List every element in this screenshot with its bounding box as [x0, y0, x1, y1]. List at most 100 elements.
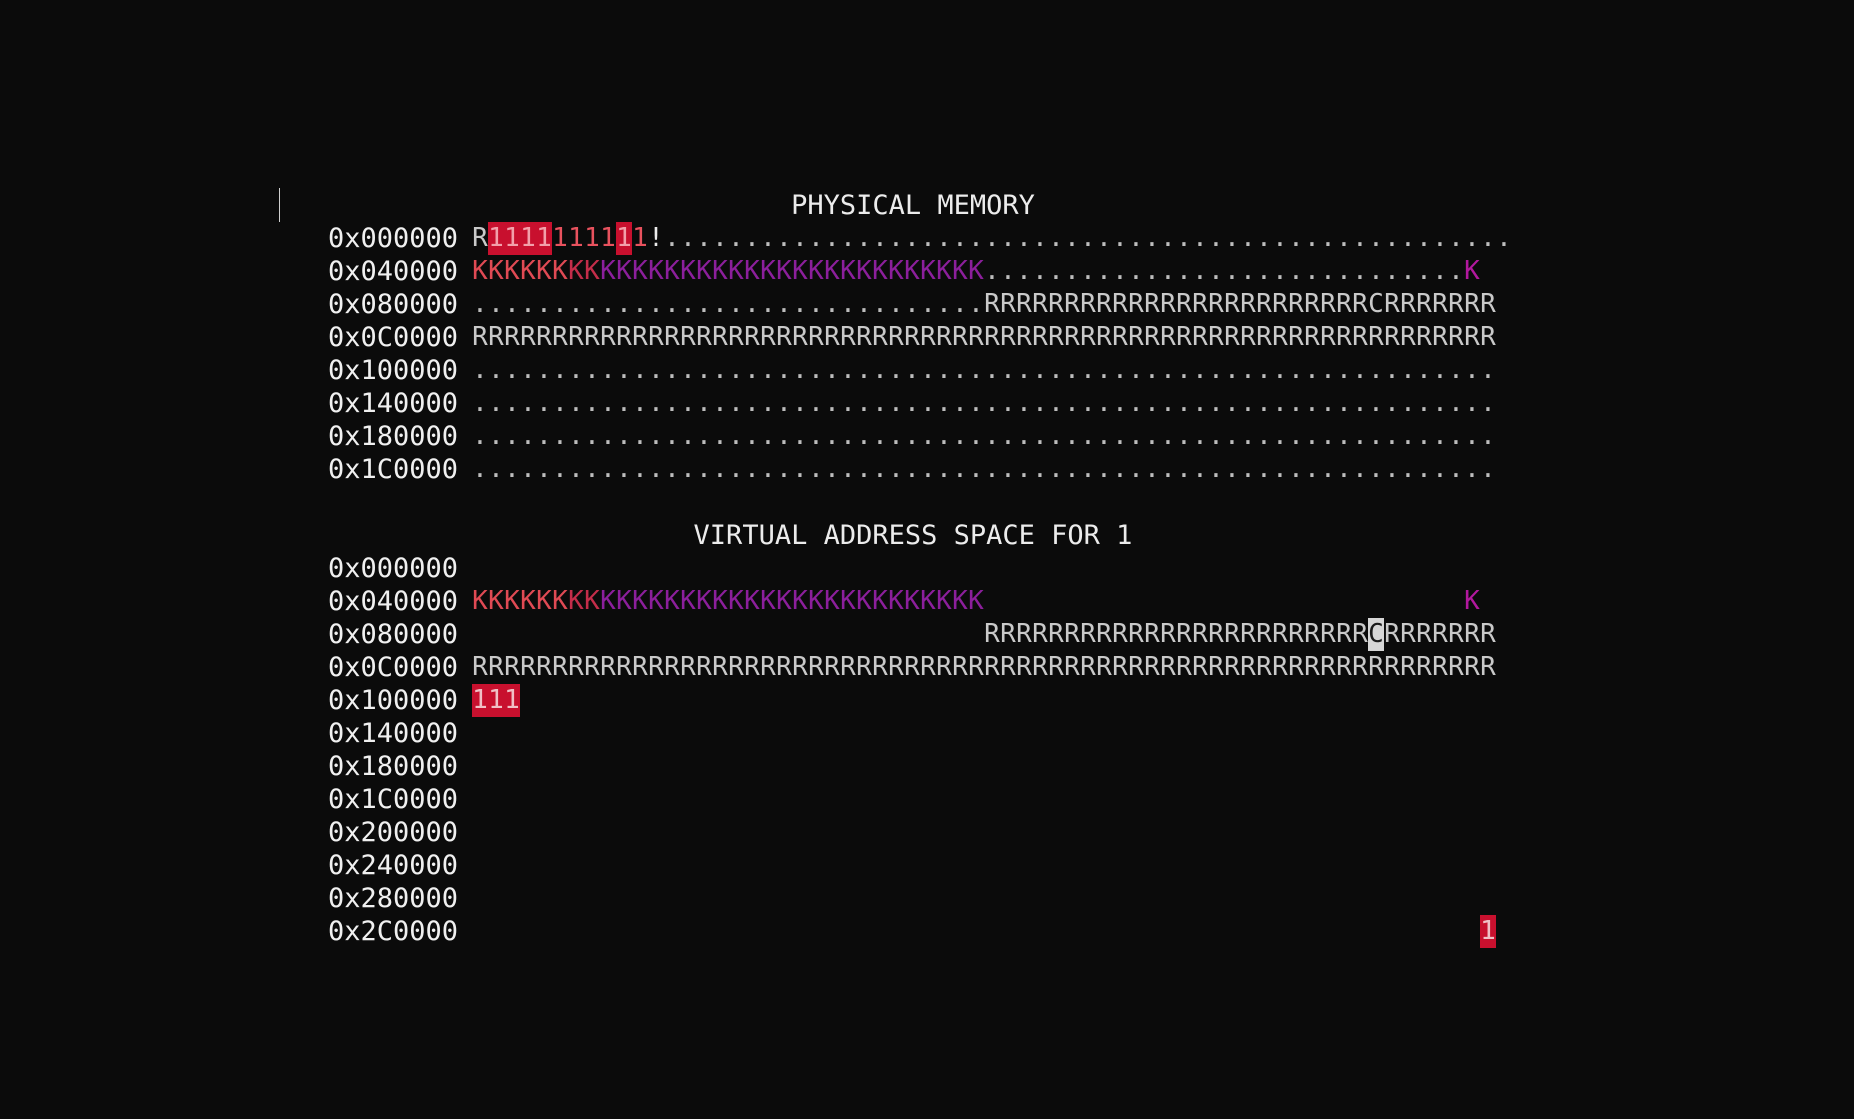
free-cell: . — [696, 223, 712, 253]
free-cell: . — [1080, 223, 1096, 253]
reserved-cell: R — [1368, 322, 1384, 352]
free-cell: . — [1304, 421, 1320, 451]
reserved-cell: R — [1208, 619, 1224, 649]
free-cell: . — [568, 388, 584, 418]
kernel-cell: K — [488, 256, 504, 286]
free-cell: . — [744, 388, 760, 418]
free-cell: . — [1160, 355, 1176, 385]
free-cell: . — [680, 421, 696, 451]
free-cell: . — [520, 454, 536, 484]
reserved-cell: R — [1192, 289, 1208, 319]
reserved-cell: R — [1272, 322, 1288, 352]
process-1-cell: 1 — [504, 684, 520, 717]
free-cell: . — [1192, 256, 1208, 286]
free-cell: . — [1032, 454, 1048, 484]
free-cell: . — [552, 388, 568, 418]
reserved-cell: R — [952, 652, 968, 682]
free-cell: . — [1256, 355, 1272, 385]
free-cell: . — [1288, 256, 1304, 286]
free-cell: . — [1224, 256, 1240, 286]
free-cell: . — [1288, 355, 1304, 385]
free-cell: . — [984, 388, 1000, 418]
free-cell: . — [1496, 223, 1512, 253]
free-cell: . — [1368, 388, 1384, 418]
free-cell: . — [952, 421, 968, 451]
free-cell: . — [520, 388, 536, 418]
reserved-cell: R — [1128, 322, 1144, 352]
free-cell: . — [504, 388, 520, 418]
reserved-cell: R — [1016, 289, 1032, 319]
reserved-cell: R — [1224, 322, 1240, 352]
reserved-cell: R — [472, 322, 488, 352]
kernel-cell: K — [840, 586, 856, 616]
free-cell: . — [712, 388, 728, 418]
free-cell: . — [1272, 223, 1288, 253]
free-cell: . — [984, 256, 1000, 286]
free-cell: . — [584, 355, 600, 385]
kernel-cell: K — [680, 586, 696, 616]
reserved-cell: R — [1144, 619, 1160, 649]
free-cell: . — [1416, 223, 1432, 253]
kernel-cell: K — [872, 586, 888, 616]
kernel-cell: K — [920, 586, 936, 616]
free-cell: . — [632, 421, 648, 451]
free-cell: . — [824, 289, 840, 319]
reserved-cell: R — [1320, 619, 1336, 649]
reserved-cell: R — [1160, 619, 1176, 649]
reserved-cell: R — [1096, 322, 1112, 352]
free-cell: . — [712, 421, 728, 451]
free-cell: . — [488, 454, 504, 484]
row-address: 0x080000 — [328, 289, 459, 320]
free-cell: . — [1112, 454, 1128, 484]
free-cell: . — [840, 355, 856, 385]
free-cell: . — [1112, 256, 1128, 286]
free-cell: . — [1448, 256, 1464, 286]
free-cell: . — [712, 355, 728, 385]
free-cell: . — [1080, 256, 1096, 286]
reserved-cell: R — [888, 652, 904, 682]
free-cell: . — [792, 223, 808, 253]
free-cell: . — [1336, 355, 1352, 385]
reserved-cell: R — [520, 652, 536, 682]
free-cell: . — [760, 421, 776, 451]
free-cell: . — [1336, 421, 1352, 451]
reserved-cell: R — [1128, 619, 1144, 649]
free-cell: . — [552, 454, 568, 484]
reserved-cell: R — [1064, 619, 1080, 649]
free-cell: . — [872, 454, 888, 484]
free-cell: . — [1256, 388, 1272, 418]
free-cell: . — [904, 289, 920, 319]
free-cell: . — [888, 454, 904, 484]
free-cell: . — [1352, 223, 1368, 253]
free-cell: . — [1400, 223, 1416, 253]
reserved-cell: R — [1256, 619, 1272, 649]
free-cell: . — [1000, 454, 1016, 484]
free-cell: . — [472, 388, 488, 418]
free-cell: . — [1432, 223, 1448, 253]
free-cell: . — [1416, 421, 1432, 451]
reserved-cell: R — [792, 322, 808, 352]
free-cell: . — [1128, 388, 1144, 418]
free-cell: . — [1112, 421, 1128, 451]
kernel-cell: K — [968, 256, 984, 286]
process-1-cell: 1 — [472, 684, 488, 717]
free-cell: . — [1096, 454, 1112, 484]
free-cell: . — [1384, 454, 1400, 484]
reserved-cell: R — [1192, 619, 1208, 649]
free-cell: . — [952, 223, 968, 253]
reserved-cell: R — [1048, 289, 1064, 319]
free-cell: . — [1224, 454, 1240, 484]
free-cell: . — [1048, 355, 1064, 385]
free-cell: . — [1032, 388, 1048, 418]
free-cell: . — [1016, 355, 1032, 385]
reserved-cell: R — [1272, 652, 1288, 682]
reserved-cell: R — [600, 322, 616, 352]
free-cell: . — [568, 421, 584, 451]
free-cell: . — [968, 223, 984, 253]
reserved-cell: R — [664, 652, 680, 682]
free-cell: . — [632, 355, 648, 385]
free-cell: . — [1192, 454, 1208, 484]
reserved-cell: R — [1416, 322, 1432, 352]
free-cell: . — [904, 454, 920, 484]
